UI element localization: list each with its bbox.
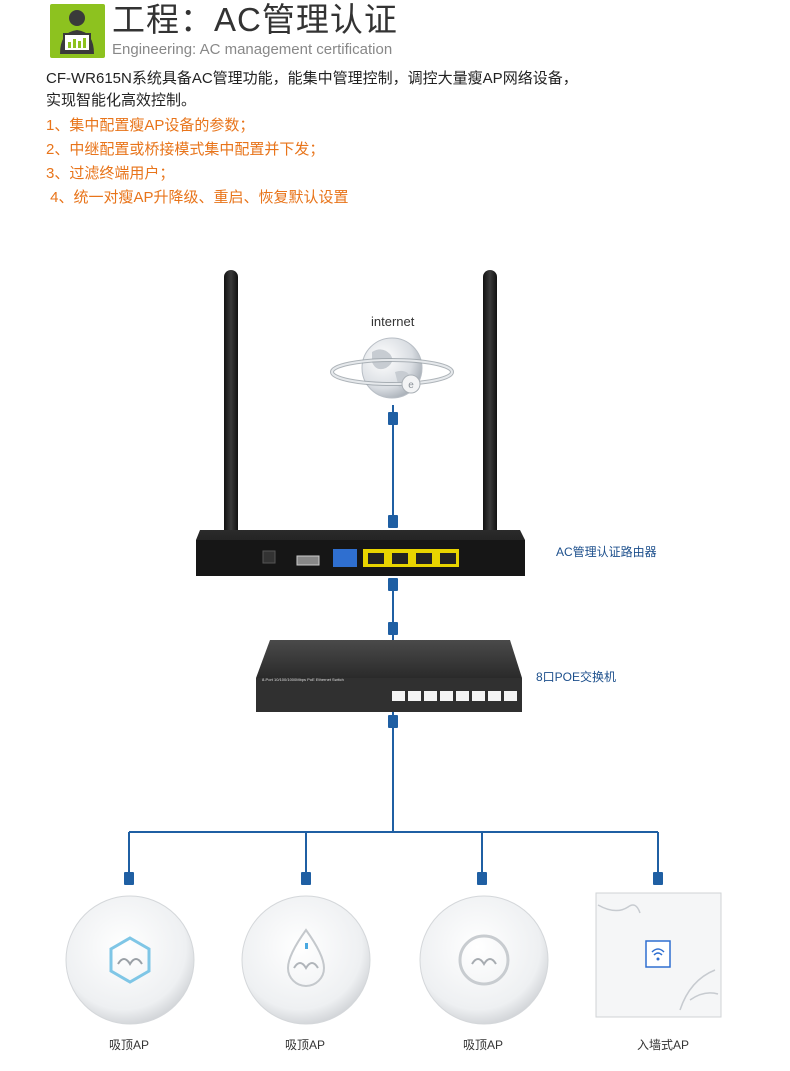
- feature-item-2: 2、中继配置或桥接模式集中配置并下发；: [46, 141, 325, 158]
- description-line-2: 实现智能化高效控制。: [46, 92, 197, 109]
- svg-text:e: e: [408, 380, 414, 391]
- router-antenna-right: [483, 270, 497, 575]
- feature-item-4: 4、统一对瘦AP升降级、重启、恢复默认设置: [46, 189, 349, 206]
- poe-switch-image: [256, 640, 522, 712]
- device-label-3: 吸顶AP: [463, 1038, 504, 1052]
- ceiling-ap-1-image: [65, 895, 195, 1025]
- device-label-4: 入墙式AP: [637, 1038, 690, 1052]
- router-antenna-left: [224, 270, 238, 575]
- page-subtitle: Engineering: AC management certification: [112, 41, 393, 58]
- ceiling-ap-3-image: [419, 895, 549, 1025]
- rj45-connectors: [124, 412, 663, 885]
- internet-label: internet: [371, 314, 415, 329]
- description-line-1: CF-WR615N系统具备AC管理功能，能集中管理控制，调控大量瘦AP网络设备，: [46, 70, 578, 87]
- description: CF-WR615N系统具备AC管理功能，能集中管理控制，调控大量瘦AP网络设备，…: [46, 68, 578, 112]
- ceiling-ap-2-image: [241, 895, 371, 1025]
- page-title: 工程：AC管理认证: [112, 1, 398, 38]
- feature-item-1: 1、集中配置瘦AP设备的参数；: [46, 117, 255, 134]
- internet-globe-icon: e: [330, 337, 454, 399]
- switch-faceplate-text: 8-Port 10/100/1000Mbps PoE Ethernet Swit…: [262, 677, 344, 682]
- feature-list: 1、集中配置瘦AP设备的参数； 2、中继配置或桥接模式集中配置并下发； 3、过滤…: [46, 114, 349, 210]
- router-image: [196, 270, 525, 576]
- feature-item-3: 3、过滤终端用户；: [46, 165, 175, 182]
- engineer-monitor-icon: [50, 4, 105, 58]
- router-label: AC管理认证路由器: [556, 545, 657, 559]
- device-label-1: 吸顶AP: [109, 1038, 150, 1052]
- in-wall-ap-image: [595, 892, 722, 1018]
- switch-label: 8口POE交换机: [536, 670, 617, 684]
- device-label-2: 吸顶AP: [285, 1038, 326, 1052]
